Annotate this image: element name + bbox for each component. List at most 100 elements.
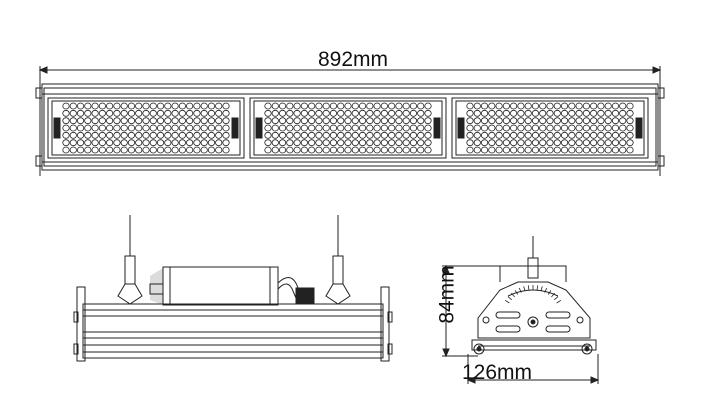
module-clip	[457, 117, 465, 139]
led-lens	[222, 109, 230, 117]
led-lens	[207, 102, 216, 110]
led-lens	[402, 102, 410, 110]
led-lens	[409, 131, 418, 139]
led-lens	[215, 124, 223, 132]
led-lens	[84, 109, 92, 117]
led-lens	[553, 102, 561, 110]
led-lens	[402, 131, 410, 139]
led-lens	[510, 109, 518, 117]
led-lens	[546, 109, 554, 117]
led-lens	[171, 117, 179, 125]
led-lens	[142, 102, 150, 110]
led-lens	[553, 124, 561, 132]
led-lens	[466, 117, 474, 125]
led-lens	[322, 146, 330, 154]
led-lens	[120, 102, 128, 110]
led-lens	[264, 102, 272, 110]
module-clip	[255, 117, 263, 139]
scale-tick	[514, 290, 519, 295]
led-lens	[271, 124, 279, 132]
led-lens	[62, 146, 70, 154]
led-lens	[597, 102, 605, 110]
led-lens	[178, 131, 186, 139]
led-lens	[424, 109, 432, 117]
led-lens	[480, 109, 489, 117]
led-lens	[156, 124, 165, 132]
led-lens	[106, 131, 114, 139]
depth-dimension-label: 126mm	[462, 361, 533, 384]
led-lens	[127, 139, 136, 147]
led-lens	[322, 109, 330, 117]
led-lens	[517, 117, 525, 125]
led-lens	[76, 102, 85, 110]
led-lens	[322, 139, 330, 147]
led-lens	[271, 109, 279, 117]
led-lens	[531, 102, 540, 110]
led-lens	[113, 102, 121, 110]
led-lens	[575, 102, 583, 110]
led-lens	[373, 131, 381, 139]
led-lens	[626, 131, 634, 139]
led-lens	[142, 139, 150, 147]
led-lens	[278, 139, 287, 147]
scale-tick	[551, 292, 556, 298]
led-lens	[546, 146, 554, 154]
led-lens	[98, 146, 106, 154]
led-lens	[142, 109, 150, 117]
led-lens	[142, 117, 150, 125]
led-lens	[402, 117, 410, 125]
led-lens	[597, 117, 605, 125]
scale-tick	[556, 299, 562, 304]
led-lens	[604, 124, 612, 132]
led-lens	[582, 109, 590, 117]
led-lens	[626, 139, 634, 147]
led-lens	[560, 109, 569, 117]
led-lens	[517, 109, 525, 117]
led-lens	[480, 117, 489, 125]
led-lens	[366, 131, 374, 139]
led-lens	[402, 109, 410, 117]
led-lens	[337, 124, 345, 132]
led-lens	[113, 131, 121, 139]
led-lens	[568, 109, 576, 117]
length-dimension-label: 892mm	[318, 48, 389, 71]
led-lens	[178, 146, 186, 154]
led-lens	[539, 131, 547, 139]
led-lens	[308, 117, 316, 125]
led-lens	[380, 131, 388, 139]
led-lens	[502, 102, 510, 110]
led-lens	[417, 109, 425, 117]
led-lens	[164, 124, 172, 132]
led-lens	[62, 139, 70, 147]
led-lens	[171, 139, 179, 147]
led-lens	[98, 109, 106, 117]
led-lens	[473, 146, 481, 154]
led-lens	[380, 109, 388, 117]
led-lens	[207, 109, 216, 117]
led-lens	[409, 117, 418, 125]
led-lens	[322, 117, 330, 125]
led-lens	[604, 117, 612, 125]
length-dimension	[38, 66, 662, 176]
led-lens	[524, 139, 532, 147]
led-lens	[524, 102, 532, 110]
led-lens	[329, 131, 338, 139]
led-lens	[344, 139, 352, 147]
led-lens	[409, 146, 418, 154]
led-lens	[510, 131, 518, 139]
led-lens	[524, 146, 532, 154]
led-lens	[409, 124, 418, 132]
scale-tick	[553, 296, 559, 301]
led-lens	[278, 146, 287, 154]
led-lens	[337, 117, 345, 125]
angle-scale	[504, 285, 562, 304]
led-lens	[120, 139, 128, 147]
led-lens	[193, 146, 201, 154]
led-lens	[293, 117, 301, 125]
led-lens	[315, 139, 323, 147]
led-lens	[337, 131, 345, 139]
led-lens	[135, 124, 143, 132]
led-lens	[582, 117, 590, 125]
led-lens	[358, 109, 367, 117]
